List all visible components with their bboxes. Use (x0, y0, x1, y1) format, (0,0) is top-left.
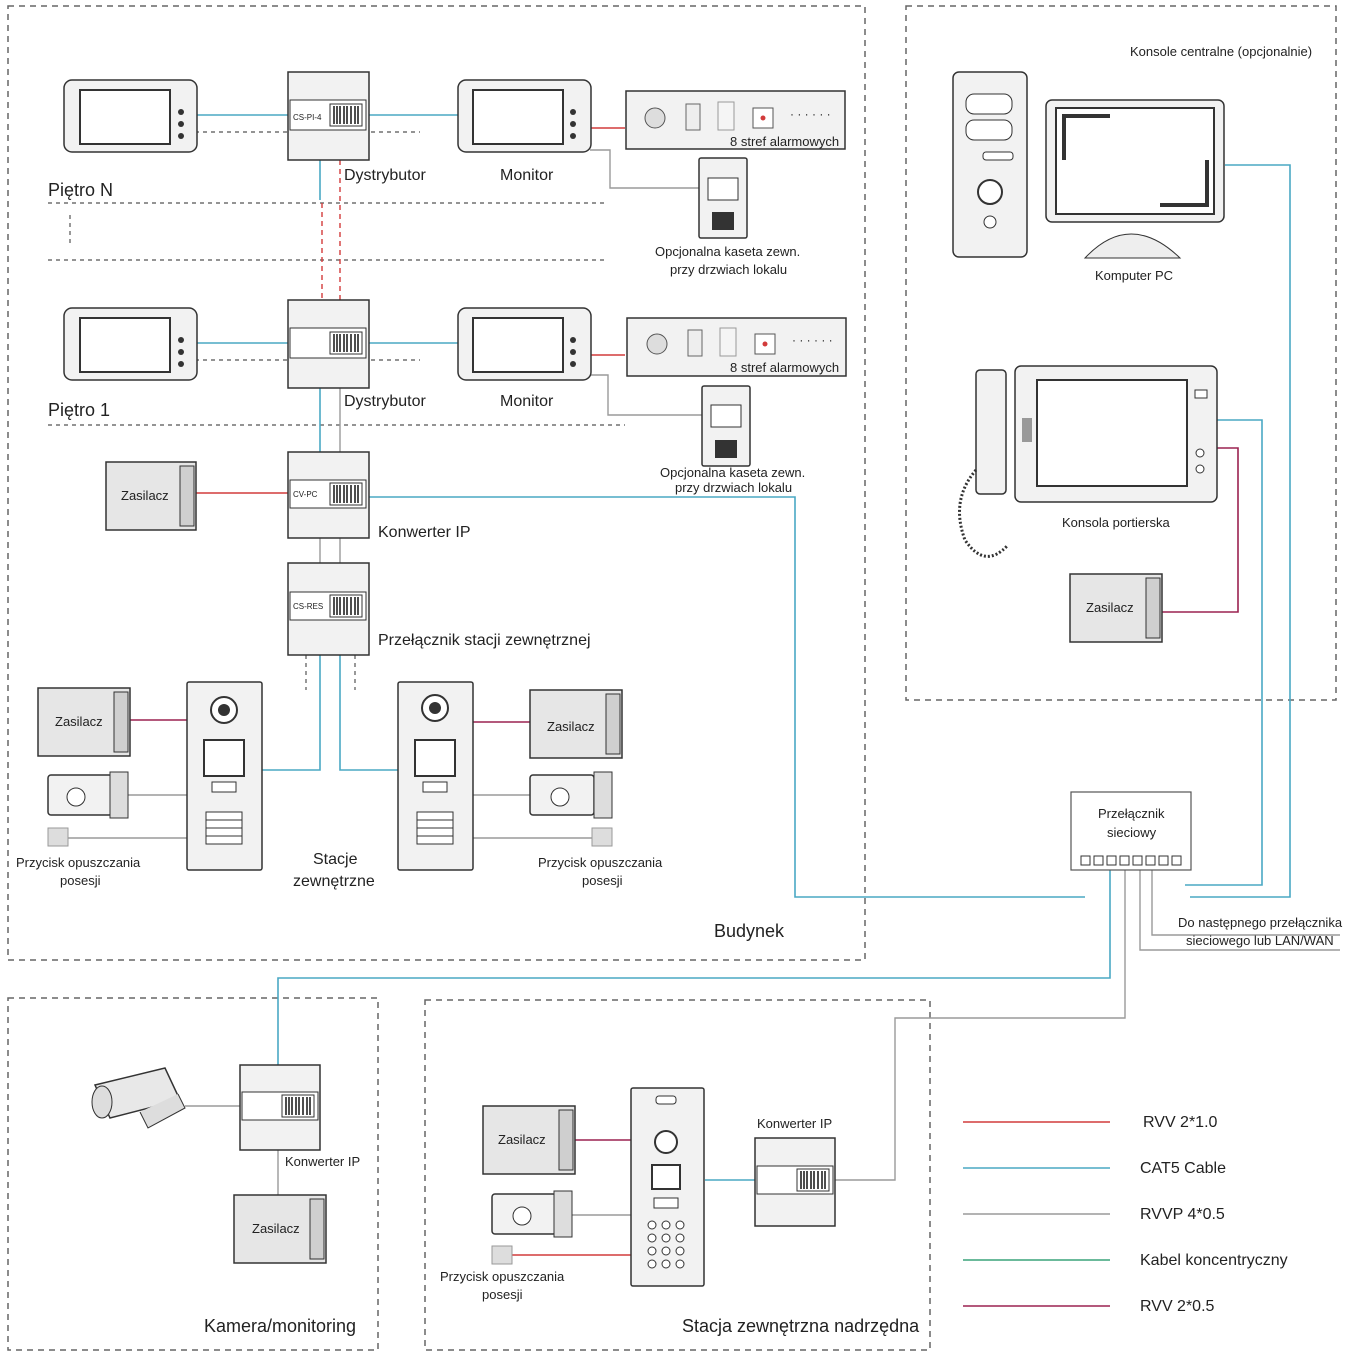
gate-button-right-line2: posesji (582, 873, 623, 888)
optional-door-panel-n (698, 157, 748, 239)
pc-label: Komputer PC (1095, 268, 1173, 283)
gate-button-master-line2: posesji (482, 1287, 523, 1302)
gate-button-left-line2: posesji (60, 873, 101, 888)
power-supply-right-label: Zasilacz (547, 719, 595, 734)
camera-zone-label: Kamera/monitoring (204, 1316, 356, 1336)
master-station-zone-label: Stacja zewnętrzna nadrzędna (682, 1316, 920, 1336)
network-switch (1070, 791, 1192, 871)
legend: RVV 2*1.0 CAT5 Cable RVVP 4*0.5 Kabel ko… (963, 1114, 1288, 1315)
monitor-floor-n-right (457, 79, 592, 153)
electric-lock-master (491, 1190, 573, 1238)
svg-text:· · · · · ·: · · · · · · (792, 333, 833, 347)
optional-panel-1-line1: Opcjonalna kaseta zewn. (660, 465, 805, 480)
legend-label-0: RVV 2*1.0 (1143, 1114, 1218, 1131)
electric-lock-left (47, 771, 129, 819)
monitor-1-label: Monitor (500, 393, 554, 410)
monitor-floor-1-left (63, 307, 198, 381)
concierge-console (958, 365, 1218, 558)
floor-1-label: Piętro 1 (48, 400, 110, 420)
concierge-label: Konsola portierska (1062, 515, 1170, 530)
ip-converter-master-label: Konwerter IP (757, 1116, 832, 1131)
ip-converter-master (754, 1137, 836, 1227)
floor-n-label: Piętro N (48, 180, 113, 200)
camera-zone (7, 997, 379, 1351)
monitor-floor-1-right (457, 307, 592, 381)
gate-button-left (47, 827, 69, 847)
power-supply-master (482, 1105, 576, 1175)
network-switch-line1: Przełącznik (1098, 806, 1165, 821)
optional-panel-n-line2: przy drzwiach lokalu (670, 262, 787, 277)
power-supply-converter-label: Zasilacz (121, 488, 169, 503)
optional-door-panel-1 (701, 385, 751, 467)
pc-monitor (1045, 99, 1225, 259)
power-supply-right-station (529, 689, 623, 759)
svg-text:· · · · · ·: · · · · · · (790, 107, 831, 121)
central-zone-label: Konsole centralne (opcjonalnie) (1130, 44, 1312, 59)
gate-button-right (591, 827, 613, 847)
monitor-n-label: Monitor (500, 167, 554, 184)
alarm-zones-box-n: · · · · · · (625, 90, 846, 150)
electric-lock-right (529, 771, 613, 819)
gate-button-master (491, 1245, 513, 1265)
master-station-zone (424, 999, 931, 1351)
legend-label-4: RVV 2*0.5 (1140, 1298, 1215, 1315)
power-supply-master-label: Zasilacz (498, 1132, 546, 1147)
next-switch-line2: sieciowego lub LAN/WAN (1186, 933, 1334, 948)
legend-label-3: Kabel koncentryczny (1140, 1252, 1288, 1269)
power-supply-camera-label: Zasilacz (252, 1221, 300, 1236)
ip-converter-camera-label: Konwerter IP (285, 1154, 360, 1169)
distributor-n-label: Dystrybutor (344, 167, 426, 184)
building-zone-label: Budynek (714, 921, 785, 941)
legend-label-1: CAT5 Cable (1140, 1160, 1226, 1177)
master-outdoor-station (630, 1087, 705, 1287)
outdoor-station-switch: CS-RES (287, 562, 370, 656)
outdoor-switch-label: Przełącznik stacji zewnętrznej (378, 632, 591, 649)
power-supply-central-label: Zasilacz (1086, 600, 1134, 615)
central-zone (905, 5, 1337, 701)
ip-converter-building: CV-PC (287, 451, 370, 539)
ip-converter-camera (239, 1064, 321, 1151)
distributor-tag: CS-PI-4 (293, 113, 322, 122)
surveillance-camera-icon (91, 1067, 186, 1129)
optional-panel-n-line1: Opcjonalna kaseta zewn. (655, 244, 800, 259)
alarm-zones-n-label: 8 stref alarmowych (730, 134, 839, 149)
power-supply-left-label: Zasilacz (55, 714, 103, 729)
ip-converter-label: Konwerter IP (378, 524, 470, 541)
svg-text:CV-PC: CV-PC (293, 490, 318, 499)
network-switch-line2: sieciowy (1107, 825, 1157, 840)
outdoor-stations-line1: Stacje (313, 851, 358, 868)
gate-button-master-line1: Przycisk opuszczania (440, 1269, 565, 1284)
monitor-floor-n-left (63, 79, 198, 153)
distributor-1-label: Dystrybutor (344, 393, 426, 410)
legend-label-2: RVVP 4*0.5 (1140, 1206, 1225, 1223)
alarm-zones-box-1: · · · · · · (626, 317, 847, 377)
svg-text:CS-RES: CS-RES (293, 602, 323, 611)
gate-button-right-line1: Przycisk opuszczania (538, 855, 663, 870)
next-switch-line1: Do następnego przełącznika (1178, 915, 1343, 930)
power-supply-converter (105, 461, 197, 531)
power-supply-left-station (37, 687, 131, 757)
power-supply-central (1069, 573, 1163, 643)
outdoor-station-left (186, 681, 263, 871)
alarm-zones-1-label: 8 stref alarmowych (730, 360, 839, 375)
outdoor-station-right (397, 681, 474, 871)
gate-button-left-line1: Przycisk opuszczania (16, 855, 141, 870)
power-supply-camera (233, 1194, 327, 1264)
distributor-floor-n: CS-PI-4 (287, 71, 370, 161)
distributor-floor-1 (287, 299, 370, 389)
outdoor-stations-line2: zewnętrzne (293, 873, 375, 890)
building-zone (7, 5, 866, 961)
optional-panel-1-line2: przy drzwiach lokalu (675, 480, 792, 495)
central-console-panel (952, 71, 1028, 258)
